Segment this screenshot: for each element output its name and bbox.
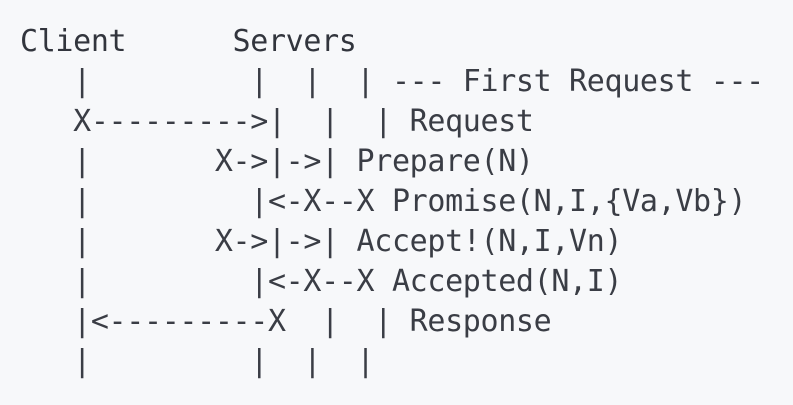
diagram-row-client-response: |<---------X | | Response <box>20 304 552 339</box>
diagram-row-accepted: | |<-X--X Accepted(N,I) <box>20 264 623 299</box>
ascii-sequence-diagram: Client Servers | | | | --- First Request… <box>20 22 780 382</box>
diagram-row-lifeline-top: | | | | --- First Request --- <box>20 64 764 99</box>
diagram-row-prepare: | X->|->| Prepare(N) <box>20 144 534 179</box>
diagram-header-row: Client Servers <box>20 24 357 59</box>
diagram-row-accept: | X->|->| Accept!(N,I,Vn) <box>20 224 623 259</box>
diagram-row-client-request: X--------->| | | Request <box>20 104 534 139</box>
diagram-row-promise: | |<-X--X Promise(N,I,{Va,Vb}) <box>20 184 747 219</box>
diagram-row-lifeline-bottom: | | | | <box>20 344 375 379</box>
